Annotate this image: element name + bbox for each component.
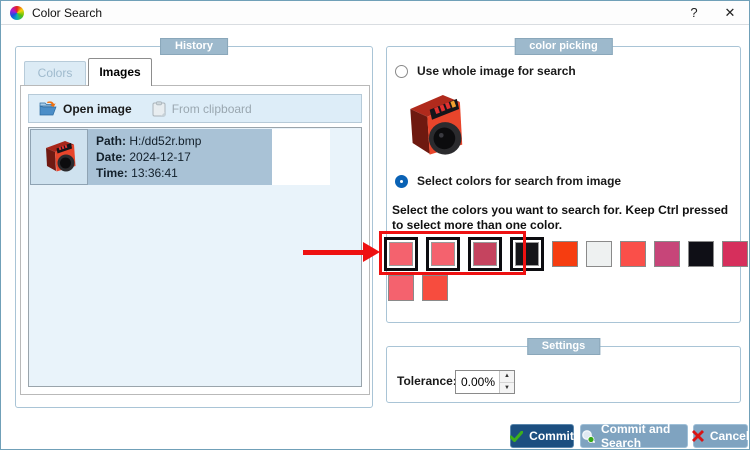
search-icon — [581, 429, 595, 443]
cancel-x-icon — [691, 430, 704, 442]
image-history-list: Path: H:/dd52r.bmp Date: 2024-12-17 Time… — [28, 127, 362, 387]
color-wheel-icon — [10, 5, 24, 20]
help-button[interactable]: ? — [690, 5, 698, 20]
from-clipboard-label: From clipboard — [171, 101, 252, 116]
color-swatch[interactable] — [688, 241, 714, 267]
swatch-row-2 — [388, 275, 448, 301]
history-thumbnail-image — [30, 129, 88, 185]
open-image-button[interactable]: Open image — [29, 95, 142, 122]
color-swatch[interactable] — [388, 275, 414, 301]
tolerance-label: Tolerance: — [397, 374, 457, 388]
clipboard-icon — [152, 100, 166, 117]
radio-button-icon — [395, 174, 408, 188]
from-clipboard-button[interactable]: From clipboard — [142, 95, 262, 122]
color-swatch[interactable] — [654, 241, 680, 267]
color-swatch[interactable] — [510, 237, 544, 271]
tab-colors[interactable]: Colors — [24, 61, 86, 85]
tab-images[interactable]: Images — [88, 58, 152, 86]
radio-button-icon — [395, 64, 408, 78]
window-title: Color Search — [32, 5, 103, 20]
open-image-label: Open image — [63, 101, 132, 116]
radio-select-colors-label: Select colors for search from image — [417, 174, 622, 188]
device-image[interactable] — [401, 87, 463, 165]
radio-whole-image-label: Use whole image for search — [417, 64, 576, 78]
images-tab-panel: Open image From clipboard — [20, 85, 370, 395]
close-button[interactable]: ✕ — [724, 5, 736, 20]
item-path: Path: H:/dd52r.bmp — [96, 134, 202, 148]
annotation-arrow — [303, 242, 383, 262]
swatch-row-1 — [384, 237, 748, 271]
tolerance-input[interactable] — [456, 371, 499, 393]
open-folder-icon — [39, 101, 57, 116]
history-group: History Colors Images Open image — [15, 38, 373, 408]
color-swatch[interactable] — [384, 237, 418, 271]
list-item[interactable]: Path: H:/dd52r.bmp Date: 2024-12-17 Time… — [30, 129, 330, 185]
radio-select-colors[interactable]: Select colors for search from image — [395, 174, 621, 188]
color-swatch[interactable] — [620, 241, 646, 267]
history-group-label: History — [160, 38, 228, 55]
checkmark-icon — [510, 430, 524, 442]
color-swatch[interactable] — [722, 241, 748, 267]
color-swatch[interactable] — [468, 237, 502, 271]
settings-group-label: Settings — [526, 338, 601, 355]
settings-group: Settings Tolerance: ▲ ▼ — [386, 338, 741, 403]
spin-up-icon[interactable]: ▲ — [500, 371, 514, 383]
commit-button[interactable]: Commit — [510, 424, 574, 448]
item-date: Date: 2024-12-17 — [96, 150, 191, 164]
title-bar: Color Search ? ✕ — [1, 1, 749, 25]
color-swatch[interactable] — [426, 237, 460, 271]
tolerance-spinner: ▲ ▼ — [455, 370, 515, 394]
image-toolbar: Open image From clipboard — [28, 94, 362, 123]
radio-whole-image[interactable]: Use whole image for search — [395, 64, 576, 78]
color-swatch[interactable] — [552, 241, 578, 267]
list-item-details: Path: H:/dd52r.bmp Date: 2024-12-17 Time… — [88, 129, 272, 185]
color-picking-group-label: color picking — [514, 38, 613, 55]
color-swatch[interactable] — [586, 241, 612, 267]
color-swatch[interactable] — [422, 275, 448, 301]
instruction-text: Select the colors you want to search for… — [392, 203, 729, 232]
spin-down-icon[interactable]: ▼ — [500, 382, 514, 393]
commit-and-search-button[interactable]: Commit and Search — [580, 422, 688, 450]
item-time: Time: 13:36:41 — [96, 166, 178, 180]
cancel-button[interactable]: Cancel — [691, 424, 749, 448]
